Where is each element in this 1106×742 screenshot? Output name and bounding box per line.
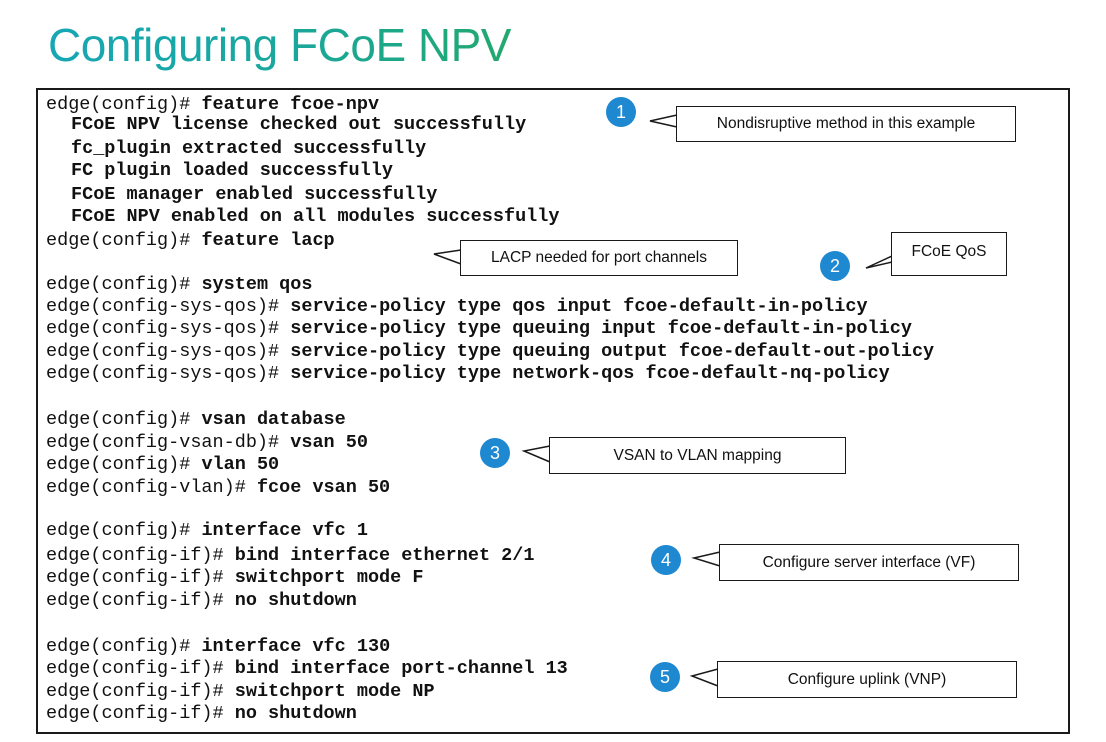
callout-2-box: FCoE QoS	[891, 232, 1007, 276]
code-line: edge(config)# system qos	[46, 275, 312, 295]
code-command: feature lacp	[201, 230, 335, 251]
code-command: vlan 50	[201, 454, 280, 475]
code-prompt: edge(config)#	[46, 636, 202, 657]
page-title: Configuring FCoE NPV	[48, 19, 511, 71]
callout-lacp-pointer	[433, 249, 462, 265]
code-line: edge(config-vlan)# fcoe vsan 50	[46, 478, 390, 498]
badge-2: 2	[820, 251, 850, 281]
code-line: FCoE manager enabled successfully	[46, 185, 437, 205]
code-line: edge(config-if)# no shutdown	[46, 704, 357, 724]
callout-1-pointer	[649, 114, 678, 128]
code-line: edge(config)# vlan 50	[46, 455, 279, 475]
code-line: FCoE NPV enabled on all modules successf…	[46, 207, 559, 227]
code-line: edge(config)# feature lacp	[46, 231, 335, 251]
code-command: interface vfc 130	[201, 636, 391, 657]
code-prompt: edge(config-sys-qos)#	[46, 296, 291, 317]
code-line: edge(config-sys-qos)# service-policy typ…	[46, 364, 890, 384]
code-command: service-policy type queuing input fcoe-d…	[290, 318, 912, 339]
code-prompt: edge(config-vsan-db)#	[46, 432, 291, 453]
code-command: system qos	[201, 274, 313, 295]
code-line: edge(config-if)# no shutdown	[46, 591, 357, 611]
code-command: service-policy type network-qos fcoe-def…	[290, 363, 890, 384]
code-prompt: edge(config)#	[46, 94, 202, 115]
code-command: FCoE NPV license checked out successfull…	[71, 114, 527, 135]
code-line: edge(config-if)# switchport mode F	[46, 568, 423, 588]
code-command: feature fcoe-npv	[201, 94, 380, 115]
badge-1: 1	[606, 97, 636, 127]
code-prompt: edge(config-sys-qos)#	[46, 341, 291, 362]
code-line: edge(config-if)# bind interface port-cha…	[46, 659, 568, 679]
code-prompt: edge(config-if)#	[46, 681, 235, 702]
code-line: edge(config-sys-qos)# service-policy typ…	[46, 319, 912, 339]
code-line: edge(config)# vsan database	[46, 410, 346, 430]
code-prompt: edge(config-if)#	[46, 703, 235, 724]
code-command: interface vfc 1	[201, 520, 368, 541]
callout-2-pointer	[865, 255, 893, 269]
code-line: edge(config)# interface vfc 130	[46, 637, 390, 657]
code-line: edge(config)# interface vfc 1	[46, 521, 368, 541]
code-line: edge(config-sys-qos)# service-policy typ…	[46, 342, 934, 362]
code-prompt: edge(config)#	[46, 409, 202, 430]
code-command: FC plugin loaded successfully	[71, 160, 393, 181]
code-line: edge(config-vsan-db)# vsan 50	[46, 433, 368, 453]
code-line: edge(config)# feature fcoe-npv	[46, 95, 379, 115]
code-command: service-policy type qos input fcoe-defau…	[290, 296, 868, 317]
code-line: edge(config-if)# switchport mode NP	[46, 682, 435, 702]
code-line: FCoE NPV license checked out successfull…	[46, 115, 526, 135]
callout-lacp-box: LACP needed for port channels	[460, 240, 738, 276]
callout-4-box: Configure server interface (VF)	[719, 544, 1019, 581]
badge-3: 3	[480, 438, 510, 468]
code-command: switchport mode F	[234, 567, 424, 588]
code-prompt: edge(config-if)#	[46, 567, 235, 588]
callout-5-box: Configure uplink (VNP)	[717, 661, 1017, 698]
code-prompt: edge(config-vlan)#	[46, 477, 257, 498]
code-prompt: edge(config-sys-qos)#	[46, 318, 291, 339]
code-prompt: edge(config-if)#	[46, 658, 235, 679]
code-command: FCoE manager enabled successfully	[71, 184, 438, 205]
code-command: service-policy type queuing output fcoe-…	[290, 341, 935, 362]
code-command: fcoe vsan 50	[256, 477, 391, 498]
code-block	[36, 88, 1070, 734]
callout-3-pointer	[521, 445, 551, 463]
code-command: bind interface port-channel 13	[234, 658, 568, 679]
callout-5-pointer	[689, 668, 719, 687]
code-prompt: edge(config)#	[46, 230, 202, 251]
code-line: fc_plugin extracted successfully	[46, 139, 426, 159]
callout-1-box: Nondisruptive method in this example	[676, 106, 1016, 142]
code-line: edge(config-sys-qos)# service-policy typ…	[46, 297, 868, 317]
code-prompt: edge(config-sys-qos)#	[46, 363, 291, 384]
code-line: edge(config-if)# bind interface ethernet…	[46, 546, 534, 566]
callout-4-pointer	[691, 551, 721, 567]
code-command: no shutdown	[234, 590, 357, 611]
badge-5: 5	[650, 662, 680, 692]
code-command: FCoE NPV enabled on all modules successf…	[71, 206, 560, 227]
code-command: vsan database	[201, 409, 346, 430]
code-line: FC plugin loaded successfully	[46, 161, 393, 181]
code-prompt: edge(config-if)#	[46, 590, 235, 611]
callout-3-box: VSAN to VLAN mapping	[549, 437, 846, 474]
code-prompt: edge(config-if)#	[46, 545, 235, 566]
code-command: fc_plugin extracted successfully	[71, 138, 427, 159]
code-command: no shutdown	[234, 703, 357, 724]
code-prompt: edge(config)#	[46, 454, 202, 475]
code-prompt: edge(config)#	[46, 520, 202, 541]
code-command: vsan 50	[290, 432, 368, 453]
badge-4: 4	[651, 545, 681, 575]
code-command: bind interface ethernet 2/1	[234, 545, 535, 566]
code-prompt: edge(config)#	[46, 274, 202, 295]
code-command: switchport mode NP	[234, 681, 435, 702]
